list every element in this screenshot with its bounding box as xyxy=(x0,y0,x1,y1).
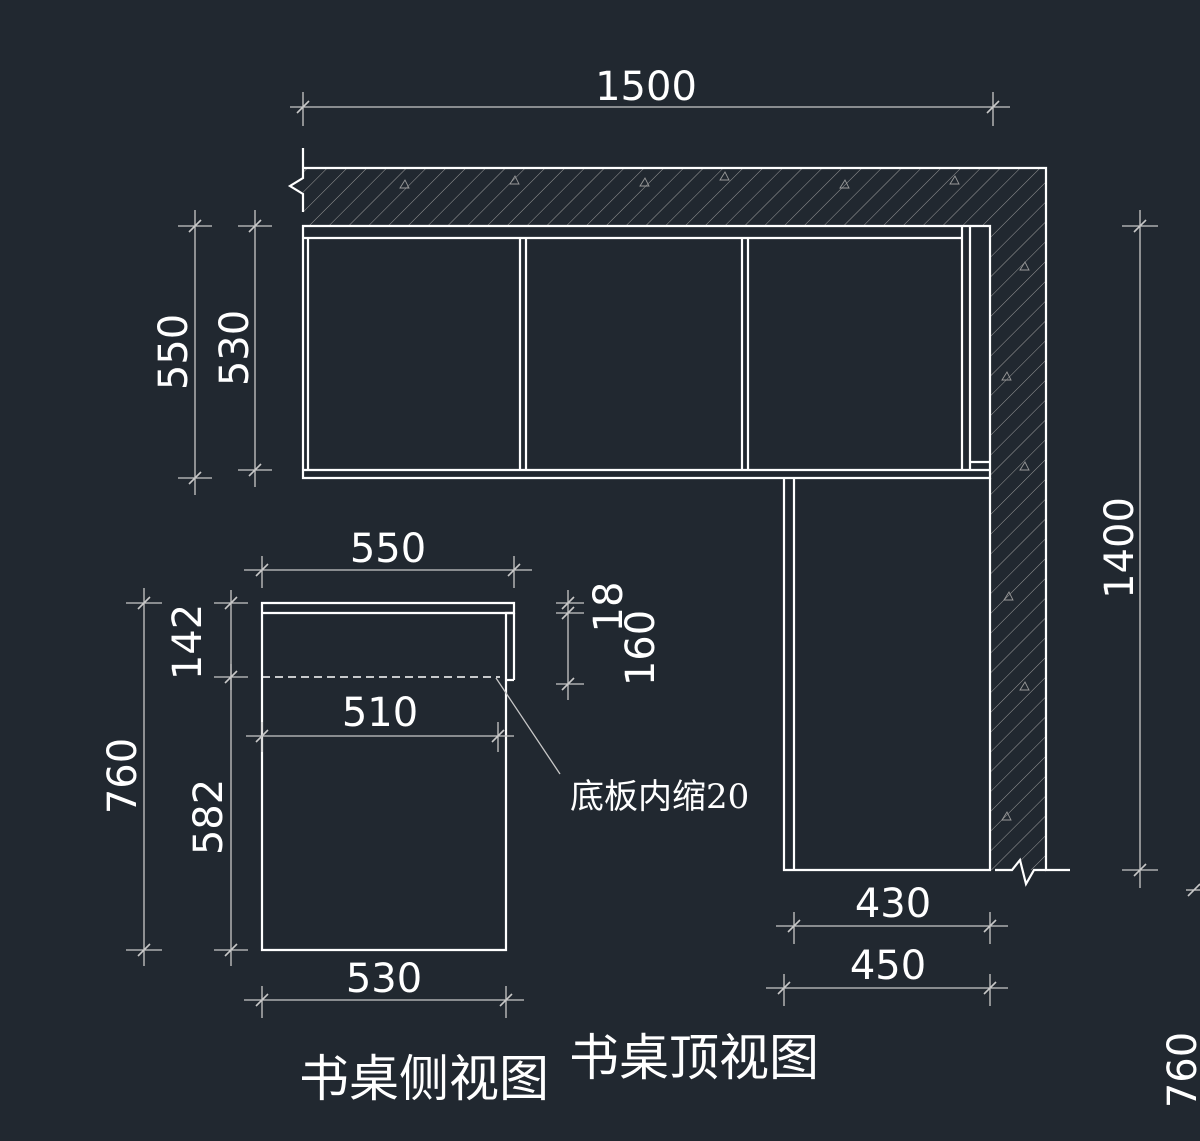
wall-break-bottom xyxy=(995,857,1046,887)
dim-total-width: 1500 xyxy=(290,64,1010,126)
dim-depth-inner: 530 xyxy=(212,210,272,487)
dim-return-outer: 450 xyxy=(766,943,1008,1006)
top-view-title: 书桌顶视图 xyxy=(569,1029,819,1087)
dim-drawer-depth-label: 160 xyxy=(618,610,664,686)
dim-total-height: 760 xyxy=(100,588,162,966)
dim-return-inner-label: 430 xyxy=(855,881,931,927)
desk-top-outline xyxy=(301,224,992,480)
dim-depth-outer: 550 xyxy=(151,210,212,495)
dim-depth-inner-label: 530 xyxy=(212,310,258,386)
wall-break-top xyxy=(287,148,305,212)
top-view: 1500 550 530 1400 xyxy=(151,64,1158,1087)
dim-bottom-width-label: 530 xyxy=(346,956,422,1002)
leader-note-text: 底板内缩20 xyxy=(570,777,749,817)
dim-inner-width-label: 510 xyxy=(342,690,418,736)
dim-return-inner: 430 xyxy=(776,881,1008,944)
leader-note: 底板内缩20 xyxy=(495,677,749,817)
dim-total-width-label: 1500 xyxy=(595,64,697,110)
side-view: 550 142 510 760 xyxy=(100,526,749,1108)
dim-top-thickness: 18 160 xyxy=(556,582,664,700)
dim-depth-outer-label: 550 xyxy=(151,314,197,390)
dim-side-top-width: 550 xyxy=(244,526,532,588)
dim-edge-label: 760 xyxy=(1160,1032,1200,1108)
dim-edge: 760 xyxy=(1160,883,1200,1108)
wall-outline xyxy=(303,166,1070,872)
dim-side-top-width-label: 550 xyxy=(350,526,426,572)
dim-return-outer-label: 450 xyxy=(850,943,926,989)
dim-leg-height: 582 xyxy=(186,664,248,966)
desk-return-outline xyxy=(782,478,992,872)
side-view-title: 书桌侧视图 xyxy=(299,1050,549,1108)
dim-total-length-label: 1400 xyxy=(1097,497,1143,599)
dim-top-thickness-label: 18 xyxy=(586,582,632,633)
dim-leg-height-label: 582 xyxy=(186,779,232,855)
side-top-panel xyxy=(260,601,516,952)
dim-bottom-width: 530 xyxy=(244,956,524,1018)
dim-inner-width: 510 xyxy=(246,690,514,752)
wall-hatch xyxy=(303,168,1046,870)
dim-total-height-label: 760 xyxy=(100,738,146,814)
dim-drawer-height-label: 142 xyxy=(165,604,211,680)
dim-total-length: 1400 xyxy=(1097,210,1158,888)
dim-drawer-height: 142 xyxy=(165,590,248,690)
